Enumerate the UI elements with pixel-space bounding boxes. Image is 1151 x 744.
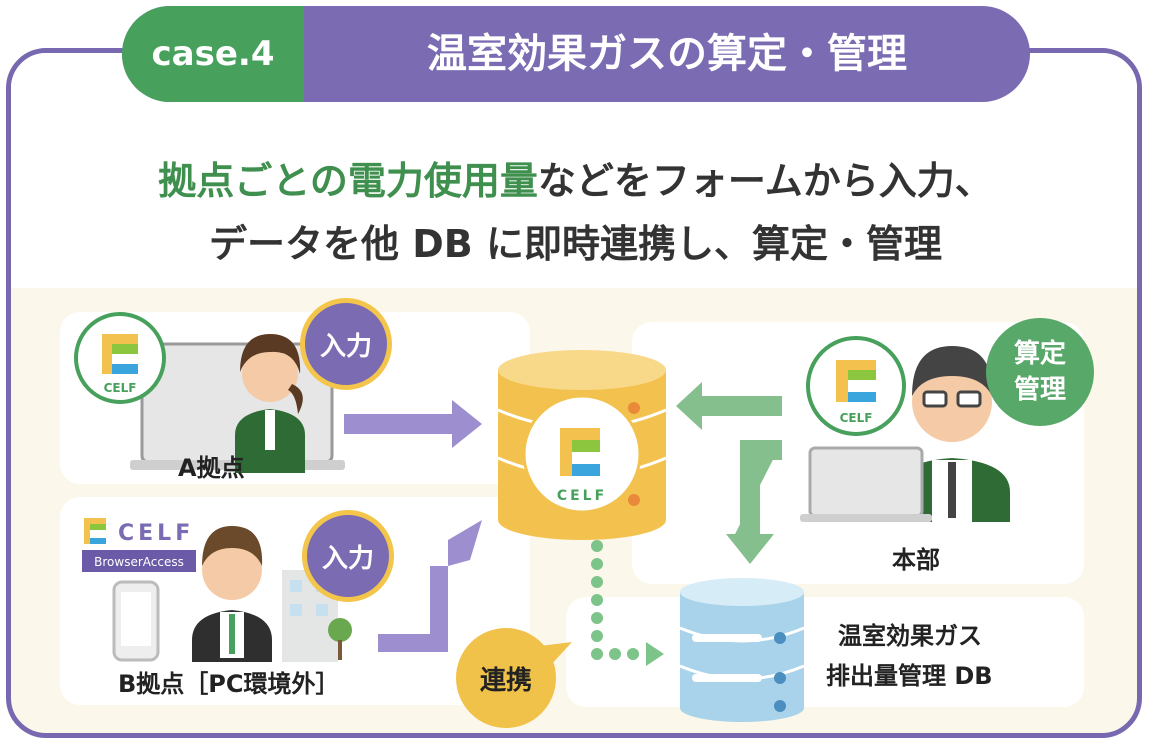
arrow-site-b-to-db [378, 520, 482, 652]
ghg-db-label-line-2: 排出量管理 DB [826, 662, 993, 690]
ghg-database-icon [679, 578, 805, 722]
ghg-db-label-line-1: 温室効果ガス [838, 622, 982, 650]
case-label: case.4 [151, 34, 275, 74]
person-man-icon [192, 526, 272, 662]
site-a-input-badge: 入力 [300, 298, 392, 390]
hq-illustration: CELF [800, 336, 1010, 522]
browser-access-text: BrowserAccess [94, 555, 184, 569]
smartphone-icon [112, 580, 160, 662]
celf-wordmark: CELF [118, 521, 194, 546]
arrow-hq-to-db [676, 382, 782, 430]
hq-celf-text: CELF [840, 411, 873, 425]
link-badge: 連携 [456, 628, 556, 728]
celf-logo-text: CELF [104, 381, 137, 395]
hq-label: 本部 [892, 546, 940, 574]
headline-line-1: 拠点ごとの電力使用量などをフォームから入力、 [40, 150, 1111, 205]
hq-badge-line-1: 算定 [1013, 339, 1066, 369]
headline-line-2: データを他 DB に即時連携し、算定・管理 [209, 222, 942, 266]
headline-line-1-rest: などをフォームから入力、 [537, 159, 993, 203]
hq-badge-line-2: 管理 [1013, 375, 1066, 405]
celf-logo-icon: CELF [74, 312, 166, 404]
site-a-badge-label: 入力 [319, 331, 372, 362]
browser-access-badge-icon: BrowserAccess [82, 550, 196, 572]
link-badge-label: 連携 [479, 665, 532, 696]
person-woman-icon [235, 334, 305, 473]
laptop-icon [800, 446, 932, 522]
arrow-site-a-to-db [344, 400, 482, 448]
dotted-link-arrow [591, 540, 664, 666]
site-b-label: B拠点［PC環境外］ [118, 670, 340, 698]
header-pill: case.4 温室効果ガスの算定・管理 [122, 6, 1030, 102]
case-tag [122, 6, 304, 102]
center-database-icon: CELF [497, 350, 667, 540]
site-b-illustration: CELF BrowserAccess [82, 518, 352, 662]
center-celf-text: CELF [557, 488, 607, 504]
site-b-badge-label: 入力 [321, 543, 374, 574]
celf-logo-icon: CELF [84, 518, 194, 546]
page-title: 温室効果ガスの算定・管理 [427, 31, 907, 77]
site-a-label: A拠点 [178, 454, 245, 482]
arrow-hq-to-ghg-db [726, 440, 782, 564]
headline-highlight: 拠点ごとの電力使用量 [158, 159, 538, 203]
celf-logo-icon: CELF [806, 336, 906, 436]
site-a-illustration: CELF [74, 312, 345, 473]
site-b-input-badge: 入力 [302, 510, 394, 602]
hq-calc-badge: 算定 管理 [986, 318, 1094, 426]
